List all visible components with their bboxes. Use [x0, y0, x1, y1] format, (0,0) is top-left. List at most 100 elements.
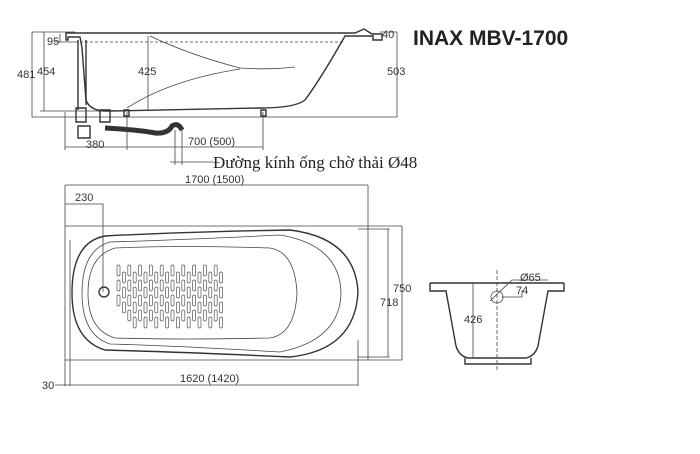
dim-65: Ø65	[520, 272, 541, 284]
anti-slip-dot	[213, 279, 218, 292]
dim-1700: 1700 (1500)	[185, 174, 244, 186]
anti-slip-dot	[165, 316, 169, 329]
anti-slip-dot	[154, 286, 159, 299]
anti-slip-dot	[116, 264, 121, 277]
anti-slip-dot	[203, 279, 207, 292]
dim-426: 426	[464, 314, 482, 326]
dim-425: 425	[138, 66, 156, 78]
anti-slip-dot	[138, 264, 142, 277]
anti-slip-dot	[197, 301, 202, 314]
dim-750: 750	[393, 283, 411, 295]
anti-slip-dot	[127, 279, 132, 292]
tub-top-outline	[71, 229, 359, 358]
anti-slip-dot	[149, 279, 153, 292]
overflow-hole	[490, 290, 504, 304]
end-view: Ø65 74 426	[429, 270, 565, 370]
tub-basin	[87, 246, 298, 340]
anti-slip-dot	[219, 286, 223, 299]
dim-95: 95	[47, 36, 59, 48]
anti-slip-dot	[208, 286, 213, 299]
anti-slip-dot	[138, 279, 142, 292]
anti-slip-dot	[154, 316, 159, 329]
dim-454: 454	[37, 66, 55, 78]
dim-40: 40	[382, 29, 394, 41]
anti-slip-dot	[154, 271, 159, 284]
anti-slip-dot	[132, 316, 137, 329]
anti-slip-dot	[154, 301, 159, 314]
drain-hole	[98, 286, 110, 298]
anti-slip-dot	[181, 279, 186, 292]
anti-slip-dot	[197, 316, 202, 329]
anti-slip-dot	[165, 286, 169, 299]
anti-slip-dot	[132, 271, 137, 284]
anti-slip-dot	[186, 301, 191, 314]
anti-slip-dot	[159, 294, 164, 307]
dim-718: 718	[380, 297, 398, 309]
anti-slip-dot	[170, 279, 175, 292]
anti-slip-dot	[208, 301, 213, 314]
anti-slip-dot	[219, 271, 223, 284]
anti-slip-dot	[159, 264, 164, 277]
anti-slip-dot	[149, 294, 153, 307]
anti-slip-dot	[203, 294, 207, 307]
anti-slip-dot	[213, 309, 218, 322]
flexible-drain-hose	[104, 122, 185, 136]
anti-slip-dot	[159, 309, 164, 322]
top-dimension-lines	[55, 184, 403, 386]
anti-slip-dot	[122, 286, 126, 299]
anti-slip-dot	[203, 309, 207, 322]
anti-slip-pattern	[116, 264, 223, 329]
anti-slip-dot	[132, 286, 137, 299]
dim-700: 700 (500)	[188, 136, 235, 148]
anti-slip-dot	[143, 301, 148, 314]
anti-slip-dot	[192, 279, 196, 292]
anti-slip-dot	[192, 309, 196, 322]
anti-slip-dot	[176, 286, 180, 299]
top-view: 230 1700 (1500) 750 718 1620 (1420) 30	[42, 174, 411, 392]
anti-slip-dot	[186, 286, 191, 299]
anti-slip-dot	[138, 294, 142, 307]
dim-95-line	[54, 34, 78, 43]
anti-slip-dot	[197, 286, 202, 299]
anti-slip-dot	[176, 271, 180, 284]
side-dimension-lines	[31, 31, 398, 118]
anti-slip-dot	[203, 264, 207, 277]
anti-slip-dot	[127, 264, 132, 277]
dim-30: 30	[42, 380, 54, 392]
anti-slip-dot	[127, 294, 132, 307]
dim-230-line	[65, 203, 104, 292]
anti-slip-dot	[213, 264, 218, 277]
product-title: INAX MBV-1700	[413, 27, 568, 50]
tub-rim-inner	[81, 234, 342, 353]
anti-slip-dot	[208, 316, 213, 329]
anti-slip-dot	[122, 271, 126, 284]
anti-slip-dot	[149, 309, 153, 322]
anti-slip-dot	[116, 294, 121, 307]
tub-side-outline	[65, 28, 383, 112]
waste-pipe	[170, 130, 213, 165]
anti-slip-dot	[165, 301, 169, 314]
side-view: 95 481 454 425 503 40 380 700 (500) Đườn…	[17, 28, 417, 172]
anti-slip-dot	[143, 286, 148, 299]
waste-pipe-note: Đường kính ống chờ thải Ø48	[213, 153, 417, 172]
anti-slip-dot	[149, 264, 153, 277]
dim-1620: 1620 (1420)	[180, 373, 239, 385]
anti-slip-dot	[116, 279, 121, 292]
anti-slip-dot	[165, 271, 169, 284]
dim-481: 481	[17, 69, 35, 81]
anti-slip-dot	[186, 271, 191, 284]
anti-slip-dot	[170, 264, 175, 277]
end-dimension-lines	[472, 279, 548, 358]
dim-380: 380	[86, 139, 104, 151]
anti-slip-dot	[143, 271, 148, 284]
anti-slip-dot	[181, 309, 186, 322]
anti-slip-dot	[219, 301, 223, 314]
anti-slip-dot	[181, 264, 186, 277]
anti-slip-dot	[213, 294, 218, 307]
tub-contour-lines	[126, 35, 296, 109]
anti-slip-dot	[192, 294, 196, 307]
anti-slip-dot	[138, 309, 142, 322]
anti-slip-dot	[127, 309, 132, 322]
